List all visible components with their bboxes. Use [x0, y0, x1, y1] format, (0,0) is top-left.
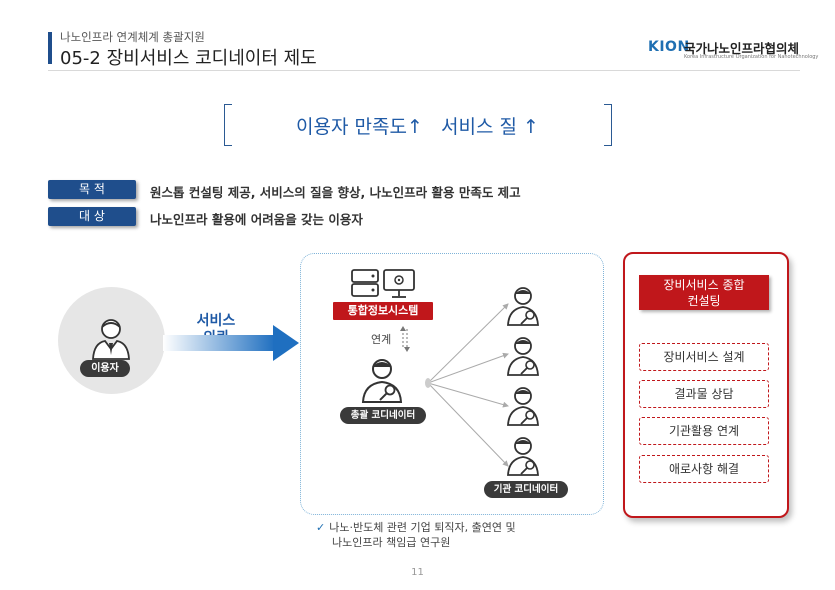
coordinator-icon [361, 359, 403, 403]
header-divider [48, 70, 800, 71]
page-title: 05-2 장비서비스 코디네이터 제도 [60, 48, 317, 69]
institution-coordinator-icon-1 [507, 287, 539, 326]
page-number: 11 [411, 567, 424, 578]
consulting-item: 결과물 상담 [639, 380, 769, 408]
purpose-label: 목 적 [48, 180, 136, 199]
target-text: 나노인프라 활용에 어려움을 갖는 이용자 [150, 212, 363, 227]
target-label: 대 상 [48, 207, 136, 226]
coordinator-network-box [300, 253, 604, 515]
check-icon: ✓ [316, 521, 326, 534]
server-icon [351, 269, 379, 297]
arrow-right-icon [163, 325, 299, 361]
bracket-left [224, 104, 232, 146]
general-coordinator-label: 총괄 코디네이터 [340, 407, 426, 424]
consulting-item: 애로사항 해결 [639, 455, 769, 483]
double-arrow-icon [400, 326, 410, 352]
note-line1: 나노·반도체 관련 기업 퇴직자, 출연연 및 [329, 521, 516, 534]
bracket-right [604, 104, 612, 146]
connection-lines [425, 303, 509, 467]
coordinator-note: ✓나노·반도체 관련 기업 퇴직자, 출연연 및 나노인프라 책임급 연구원 [316, 520, 516, 550]
note-line2: 나노인프라 책임급 연구원 [332, 536, 451, 549]
user-label: 이용자 [80, 360, 130, 377]
consulting-title-line2: 컨설팅 [687, 294, 721, 308]
institution-coordinator-icon-2 [507, 337, 539, 376]
consulting-item: 장비서비스 설계 [639, 343, 769, 371]
institution-coordinator-label: 기관 코디네이터 [484, 481, 568, 498]
purpose-text: 원스톱 컨설팅 제공, 서비스의 질을 향상, 나노인프라 활용 만족도 제고 [150, 185, 521, 200]
link-label: 연계 [371, 333, 392, 346]
logo-org-name: 국가나노인프라협의체 [684, 41, 800, 56]
integrated-system-label: 통합정보시스템 [333, 302, 433, 320]
headline: 이용자 만족도↑ 서비스 질 ↑ [296, 116, 539, 138]
institution-coordinator-icon-3 [507, 387, 539, 426]
header-accent-bar [48, 32, 52, 64]
header-subtitle: 나노인프라 연계체계 총괄지원 [60, 30, 205, 44]
kion-logo: KION 국가나노인프라협의체 Korea Infrastructure Org… [648, 38, 818, 62]
user-icon [92, 319, 130, 360]
monitor-icon [383, 269, 415, 298]
service-request-line1: 서비스 [196, 313, 236, 329]
consulting-item: 기관활용 연계 [639, 417, 769, 445]
institution-coordinator-icon-4 [507, 437, 539, 476]
consulting-title-line1: 장비서비스 종합 [663, 278, 745, 292]
consulting-title: 장비서비스 종합 컨설팅 [639, 275, 769, 310]
logo-english-name: Korea Infrastructure Organization for Na… [684, 54, 819, 60]
logo-kion-text: KION [648, 39, 690, 55]
